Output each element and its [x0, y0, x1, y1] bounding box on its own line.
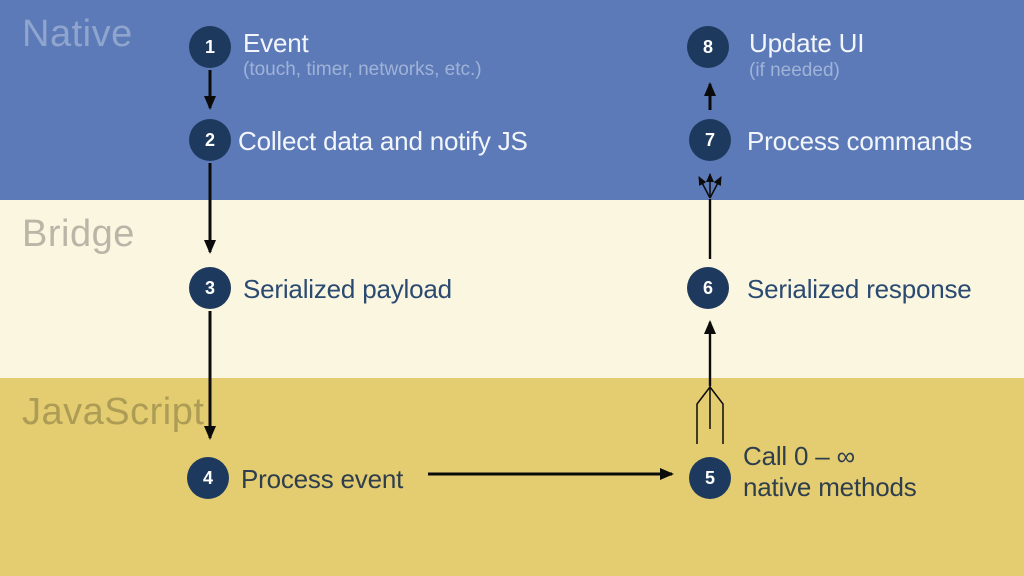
- step-5-label-line1: Call 0 – ∞: [743, 441, 855, 471]
- band-label-javascript: JavaScript: [22, 391, 205, 433]
- step-1-label: Event: [243, 28, 309, 58]
- band-bridge: Bridge: [0, 200, 1024, 378]
- step-3-badge: 3: [189, 267, 231, 309]
- step-2-label: Collect data and notify JS: [238, 126, 528, 156]
- step-6-number: 6: [702, 277, 713, 298]
- step-5-badge: 5: [689, 457, 731, 499]
- step-6-label: Serialized response: [747, 274, 972, 304]
- step-3-label: Serialized payload: [243, 274, 452, 304]
- step-2-badge: 2: [189, 119, 231, 161]
- step-1-number: 1: [204, 36, 215, 57]
- step-6-badge: 6: [687, 267, 729, 309]
- step-8-number: 8: [702, 36, 713, 57]
- step-7-number: 7: [704, 129, 715, 150]
- step-5-label: Call 0 – ∞ native methods: [743, 441, 917, 503]
- step-7-label: Process commands: [747, 126, 973, 156]
- step-5-number: 5: [704, 467, 715, 488]
- step-8-label: Update UI: [749, 28, 865, 58]
- step-1-sublabel: (touch, timer, networks, etc.): [243, 59, 482, 80]
- step-3-number: 3: [204, 277, 215, 298]
- step-8-badge: 8: [687, 26, 729, 68]
- step-5-label-line2: native methods: [743, 472, 917, 502]
- step-4-badge: 4: [187, 457, 229, 499]
- band-native: Native: [0, 0, 1024, 200]
- step-4-number: 4: [202, 467, 213, 488]
- band-label-bridge: Bridge: [22, 213, 135, 255]
- band-label-native: Native: [22, 13, 133, 55]
- step-7-badge: 7: [689, 119, 731, 161]
- step-2-number: 2: [204, 129, 215, 150]
- step-8-sublabel: (if needed): [749, 60, 840, 81]
- step-1-badge: 1: [189, 26, 231, 68]
- band-javascript: JavaScript: [0, 378, 1024, 576]
- step-4-label: Process event: [241, 464, 404, 494]
